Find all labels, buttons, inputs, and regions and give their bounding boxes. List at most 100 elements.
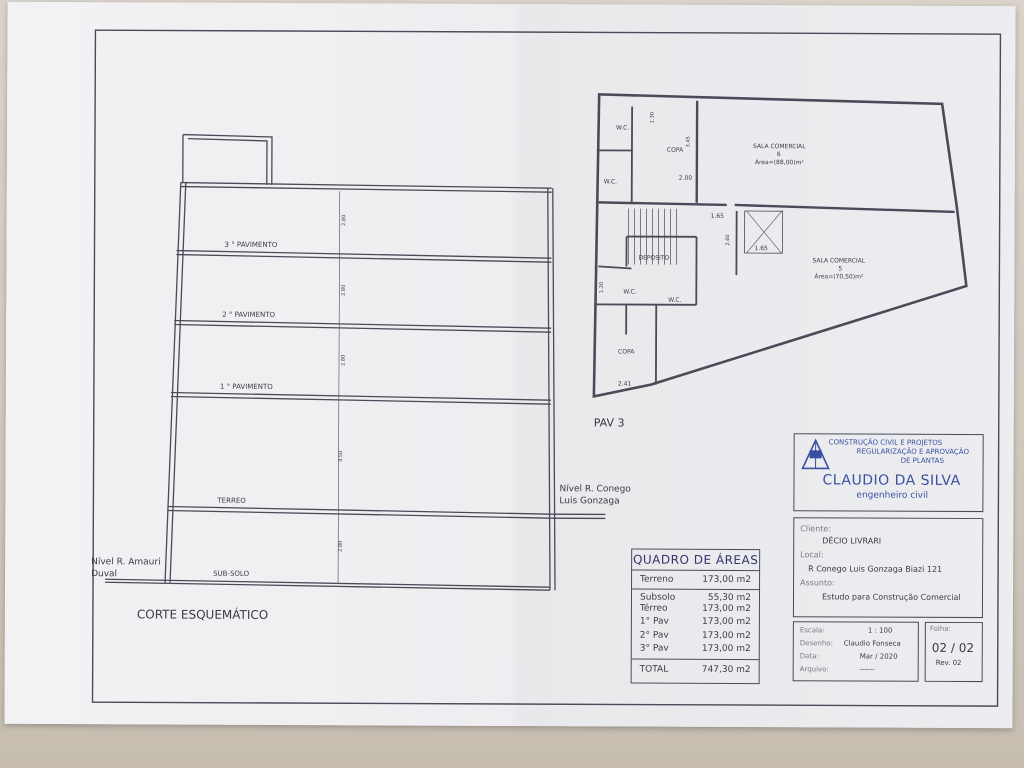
dim-241: 2.41 <box>617 380 632 388</box>
local-label: Local: <box>800 550 824 560</box>
arquivo-label: Arquivo: <box>799 665 829 674</box>
slab-terreo <box>167 505 551 519</box>
room-sala6-num: 6 <box>776 151 781 159</box>
room-copa-top: COPA <box>666 146 684 154</box>
area-row-label: 3° Pav <box>639 643 669 654</box>
folha-value: 02 / 02 <box>931 640 975 656</box>
floor-plan <box>592 93 968 398</box>
street-right <box>550 513 606 520</box>
room-copa-low: COPA <box>618 348 635 356</box>
room-sala5-title: SALA COMERCIAL <box>812 257 866 265</box>
company-line-3: DE PLANTAS <box>900 456 944 465</box>
slab-subsolo <box>105 578 551 591</box>
area-row-value: 173,00 m2 <box>701 643 751 655</box>
assunto-label: Assunto: <box>800 578 835 588</box>
level-label-3: 3 ° PAVIMENTO <box>224 240 278 249</box>
roof-box <box>182 133 273 185</box>
area-row-value: 173,00 m2 <box>701 630 751 642</box>
desenho-label: Desenho: <box>799 639 833 648</box>
shaft-cross <box>746 210 782 254</box>
right-level-note-1: Nível R. Conego <box>559 484 631 495</box>
core-walls <box>598 235 698 305</box>
section-title: CORTE ESQUEMÁTICO <box>136 607 269 622</box>
plan-outline <box>592 93 968 398</box>
stair-treads <box>628 208 678 265</box>
area-row-label: 1° Pav <box>639 616 669 627</box>
revision: Rev. 02 <box>935 658 962 667</box>
area-row: 3° Pav 173,00 m2 <box>632 643 759 656</box>
compass-logo-icon <box>801 438 830 470</box>
dim-165a: 1.65 <box>710 212 725 220</box>
room-deposito: DEPOSITO <box>638 254 670 262</box>
local-value: R Conego Luis Gonzaga Biazi 121 <box>808 564 943 574</box>
dim-200: 2.00 <box>678 174 693 182</box>
right-wall <box>547 188 556 591</box>
area-row: Térreo 173,00 m2 <box>632 603 759 616</box>
engineer-name: CLAUDIO DA SILVA <box>822 472 961 489</box>
area-row: 1° Pav 173,00 m2 <box>632 616 759 629</box>
room-sala5-num: 5 <box>838 265 843 273</box>
area-table: QUADRO DE ÁREAS Terreno 173,00 m2 Subsol… <box>630 548 761 685</box>
height-dim-terreo: 4.50 <box>338 450 345 462</box>
arquivo-value: ------ <box>859 665 875 674</box>
room-sala6-title: SALA COMERCIAL <box>752 143 806 151</box>
left-wall <box>164 182 187 583</box>
drawing-meta-block: Escala: 1 : 100 Desenho: Claudio Fonseca… <box>792 621 919 682</box>
company-line-1: CONSTRUÇÃO CIVIL E PROJETOS <box>828 438 943 447</box>
room-wc-low-1: W.C. <box>623 288 637 296</box>
room-wc-low-2: W.C. <box>668 296 682 304</box>
area-row-value: 173,00 m2 <box>701 616 751 628</box>
slab-1 <box>170 391 551 405</box>
level-label-1: 1 ° PAVIMENTO <box>219 382 273 391</box>
area-total-label: TOTAL <box>639 664 669 675</box>
drawing-sheet: 3 ° PAVIMENTO 2 ° PAVIMENTO 1 ° PAVIMENT… <box>4 1 1016 729</box>
slab-3 <box>176 249 552 263</box>
dim-165b: 1.65 <box>754 245 768 253</box>
folha-label: Folha: <box>929 624 951 633</box>
data-value: Mar / 2020 <box>859 652 898 661</box>
level-label-subsolo: SUB-SOLO <box>213 569 250 578</box>
plan-title: PAV 3 <box>593 416 625 430</box>
area-table-divider <box>631 658 759 661</box>
escala-label: Escala: <box>799 626 825 635</box>
escala-value: 1 : 100 <box>867 626 893 635</box>
engineer-block: CONSTRUÇÃO CIVIL E PROJETOS REGULARIZAÇÃ… <box>793 433 984 513</box>
height-dimension-line <box>337 191 341 584</box>
room-wc-top: W.C. <box>616 124 630 132</box>
cliente-value: DÉCIO LIVRARI <box>822 536 882 546</box>
level-label-2: 2 ° PAVIMENTO <box>222 310 276 319</box>
area-row: Terreno 173,00 m2 <box>632 574 759 587</box>
dim-260: 2.60 <box>725 234 732 246</box>
engineer-role: engenheiro civil <box>856 490 929 501</box>
right-level-note-2: Luis Gonzaga <box>559 496 620 507</box>
area-row-value: 173,00 m2 <box>702 603 751 615</box>
shaft <box>744 210 784 254</box>
area-row-label: Térreo <box>639 603 668 614</box>
sheet-border <box>91 29 1002 707</box>
slab-2 <box>174 319 552 333</box>
height-dim-1: 2.80 <box>340 354 347 366</box>
dim-130-low: 1.30 <box>598 281 605 293</box>
room-sala6-area: Área=(88,00)m² <box>754 159 804 167</box>
area-row-label: 2° Pav <box>639 630 669 641</box>
level-label-terreo: TERREO <box>217 496 246 505</box>
height-dim-2: 2.80 <box>340 284 347 296</box>
area-row: 2° Pav 173,00 m2 <box>632 630 759 643</box>
assunto-value: Estudo para Construção Comercial <box>821 592 961 602</box>
area-table-title: QUADRO DE ÁREAS <box>632 549 760 572</box>
lower-walls <box>594 210 738 385</box>
height-dim-3: 2.80 <box>341 214 348 226</box>
cliente-label: Cliente: <box>800 524 832 534</box>
area-row-label: Terreno <box>640 574 674 585</box>
sheet-number-block: Folha: 02 / 02 Rev. 02 <box>924 621 983 683</box>
dim-130-top: 1.30 <box>649 112 656 124</box>
height-dim-subsolo: 2.80 <box>337 540 344 552</box>
room-wc-mid: W.C. <box>603 178 618 186</box>
wc-top-walls <box>596 106 634 203</box>
company-line-2: REGULARIZAÇÃO E APROVAÇÃO <box>856 447 969 457</box>
data-label: Data: <box>799 652 819 661</box>
dim-345: 3.45 <box>685 136 692 148</box>
drawing-canvas <box>91 29 1002 707</box>
client-block: Cliente: DÉCIO LIVRARI Local: R Conego L… <box>792 517 984 619</box>
left-level-note-1: Nível R. Amauri <box>91 557 161 568</box>
